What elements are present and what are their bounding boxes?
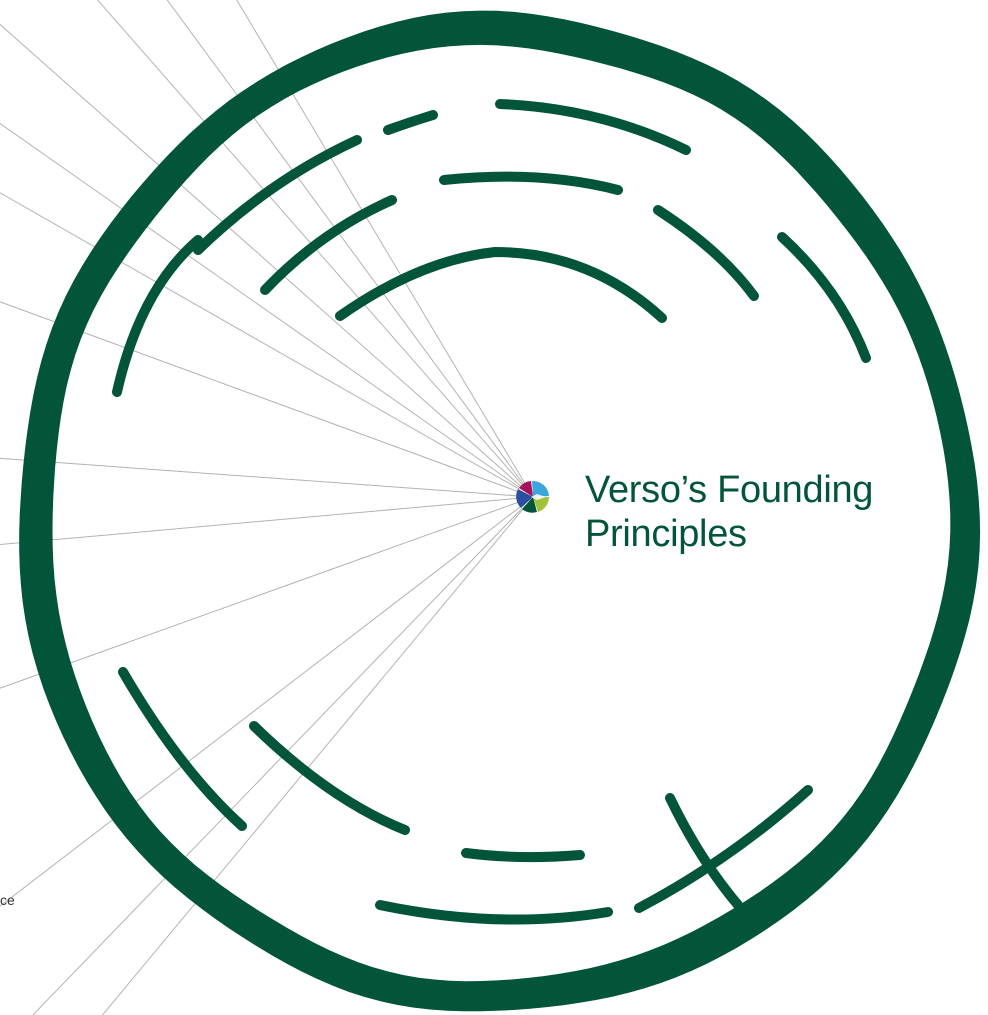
hub-segment	[533, 497, 549, 512]
inner-arcs	[112, 99, 871, 925]
inner-ring-arc	[383, 110, 438, 135]
inner-ring-arc	[118, 667, 247, 831]
connector-line	[0, 301, 534, 498]
hub-segment	[532, 480, 549, 497]
inner-ring-arc	[112, 235, 203, 397]
inner-ring-arc	[193, 135, 362, 255]
inner-ring-arc	[375, 900, 613, 925]
connector-lines	[0, 0, 534, 1015]
connector-line	[0, 496, 534, 689]
title-line-2: Principles	[585, 513, 747, 555]
hub-segment	[519, 481, 533, 497]
inner-ring-arc	[335, 246, 667, 323]
inner-ring-arc	[249, 721, 410, 835]
connector-line	[101, 496, 534, 1015]
inner-ring-arc	[665, 793, 743, 910]
diagram-title: Verso’s Founding Principles	[585, 468, 873, 556]
connector-line	[166, 0, 534, 498]
connector-line	[0, 23, 534, 498]
connector-line	[0, 122, 534, 498]
connector-line	[0, 192, 534, 498]
hub-star	[531, 494, 546, 500]
connector-line	[0, 457, 534, 498]
connector-line	[0, 496, 534, 546]
inner-ring-arc	[777, 232, 871, 363]
connector-line	[0, 496, 534, 907]
title-line-1: Verso’s Founding	[585, 469, 874, 511]
inner-ring-arc	[439, 171, 623, 195]
hub-segment	[522, 497, 537, 513]
multicolor-star-logo-icon	[516, 480, 549, 513]
inner-ring-arc	[653, 205, 759, 301]
inner-ring-arc	[260, 195, 397, 295]
inner-ring-arc	[634, 785, 813, 913]
inner-ring-arc	[461, 848, 585, 863]
hub-segment	[516, 489, 533, 508]
inner-ring-arc	[495, 99, 691, 155]
clipped-edge-label: ce	[0, 892, 15, 908]
